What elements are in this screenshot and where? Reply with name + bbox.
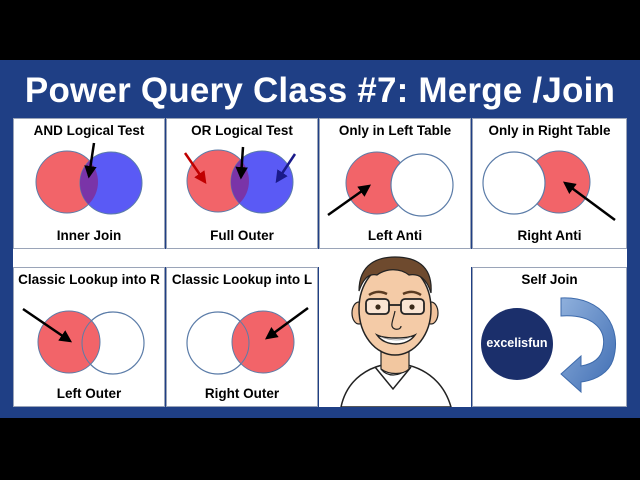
panel-caption-bottom: Left Anti (367, 228, 423, 243)
panel-caption-top: Classic Lookup into L (171, 272, 313, 287)
arrow-icon (22, 307, 73, 343)
panel-caption-bottom: Inner Join (56, 228, 122, 243)
panel-caption-top: Only in Left Table (338, 123, 452, 138)
venn-diagram (35, 142, 143, 215)
presenter-caricature (340, 256, 452, 407)
panel-caption-bottom: Right Outer (204, 386, 280, 401)
curved-arrow-icon (560, 297, 617, 394)
panel-caption-bottom: Full Outer (210, 228, 274, 243)
logo-circle (481, 308, 553, 380)
venn-right-circle (231, 310, 295, 374)
panel-right-anti: Only in Right Table Right Anti (472, 118, 627, 249)
panel-caption-top: Self Join (521, 272, 578, 287)
arrow-icon (327, 184, 372, 217)
panel-caption-top: OR Logical Test (191, 123, 293, 138)
panel-inner-join: AND Logical Test Inner Join (13, 118, 165, 249)
panel-caption-top: Classic Lookup into R (18, 272, 160, 287)
panel-right-outer: Classic Lookup into L Right Outer (166, 267, 318, 407)
panel-left-outer: Classic Lookup into R Left Outer (13, 267, 165, 407)
venn-diagram (327, 151, 454, 217)
excelisfun-logo: excelisfun (486, 336, 548, 350)
arrow-icon (275, 153, 297, 184)
venn-diagram (183, 146, 297, 214)
panel-presenter (319, 249, 471, 407)
panel-self-join: Self Join excelisfun (472, 267, 627, 407)
venn-left-circle (482, 151, 546, 215)
arrow-icon (235, 146, 248, 180)
arrow-icon (84, 142, 97, 179)
panel-caption-bottom: Left Outer (56, 386, 122, 401)
venn-diagram (482, 150, 616, 222)
panel-caption-top: AND Logical Test (33, 123, 145, 138)
self-join-diagram (481, 297, 617, 394)
venn-left-circle (37, 310, 101, 374)
panel-caption-top: Only in Right Table (488, 123, 611, 138)
venn-right-circle (390, 153, 454, 217)
panel-full-outer: OR Logical Test Full Outer (166, 118, 318, 249)
venn-diagram (186, 306, 309, 375)
panel-left-anti: Only in Left Table Left Anti (319, 118, 471, 249)
arrow-icon (183, 152, 207, 185)
venn-diagram (22, 307, 145, 375)
arrow-icon (264, 306, 309, 340)
panel-caption-bottom: Right Anti (517, 228, 582, 243)
arrow-icon (562, 181, 616, 222)
page-title: Power Query Class #7: Merge /Join (24, 71, 616, 110)
